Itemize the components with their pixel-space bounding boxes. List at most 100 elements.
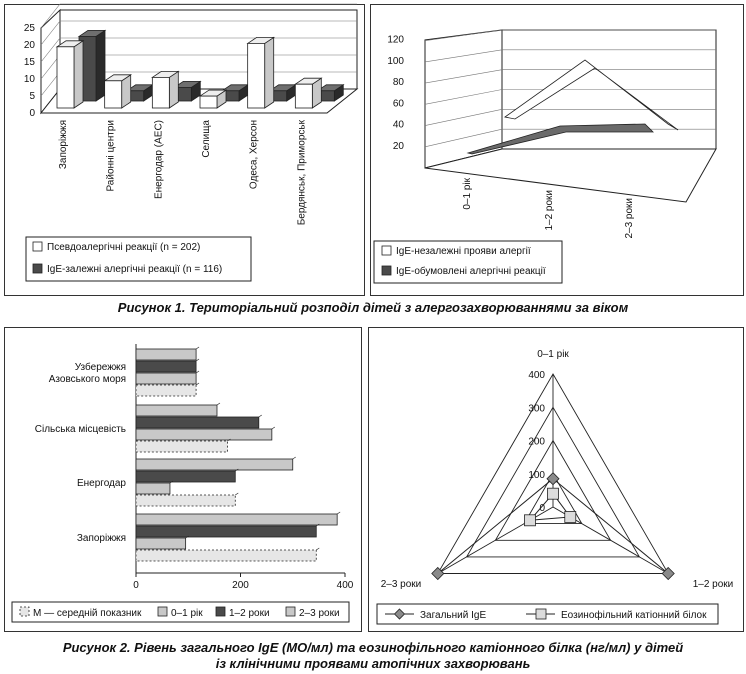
c4-axis-label: 2–3 роки: [381, 579, 422, 590]
c3-bar: [135, 458, 294, 471]
c1-bar-side: [95, 29, 106, 102]
c2-gridline: [424, 29, 716, 41]
c1-y-tick-label: 20: [24, 40, 36, 51]
c4-axis-label: 0–1 рік: [537, 349, 569, 360]
c3-legend-swatch: [215, 606, 226, 617]
c1-y-tick-label: 10: [24, 74, 36, 85]
c3-bar-edge: [271, 426, 276, 430]
c1-legend-box: [25, 236, 252, 282]
c4-series-line-ige: [436, 478, 670, 574]
c2-category-label: 0–1 рік: [462, 177, 473, 209]
c1-bar: [294, 83, 313, 109]
c3-bar: [135, 482, 171, 495]
c2-gridline: [424, 109, 716, 126]
c2-category-label: 1–2 роки: [544, 190, 555, 231]
c3-legend-swatch: [157, 606, 168, 617]
c1-bar-side: [73, 40, 84, 109]
c3-bar-edge: [195, 346, 200, 350]
c3-bar-edge: [336, 511, 341, 515]
c2-gridline: [424, 49, 716, 63]
c3-bar: [135, 494, 236, 507]
c3-bar-edge: [316, 547, 320, 551]
c4-legend-label: Еозинофільний катіонний білок: [561, 609, 707, 621]
c2-gridline: [424, 89, 716, 105]
c2-series-ribbon-white: [504, 59, 679, 131]
c1-category-label: Селища: [201, 120, 212, 158]
c3-bar: [135, 372, 197, 385]
c1-bar: [104, 80, 123, 109]
c4-r-tick-label: 100: [528, 470, 545, 481]
c1-y-tick-label: 5: [29, 91, 35, 102]
c3-bar: [135, 470, 236, 483]
figure2-caption-line2: із клінічними проявами атопічних захворю…: [215, 656, 531, 671]
figure1-caption: Рисунок 1. Територіальний розподіл дітей…: [117, 300, 629, 315]
c2-series-ribbon-dark: [466, 123, 654, 155]
c1-category-label: Енергодар (АЕС): [153, 120, 164, 199]
c1-category-label: Одеса, Херсон: [249, 120, 260, 189]
figure2-caption-line1: Рисунок 2. Рівень загального IgE (МО/мл)…: [62, 640, 684, 655]
c4-marker-square: [547, 487, 559, 500]
c3-bar-edge: [258, 414, 262, 418]
c1-y-tick-label: 25: [24, 23, 36, 34]
c1-legend-swatch: [32, 263, 43, 274]
c4-ring: [494, 439, 612, 541]
c2-y-tick-label: 120: [387, 35, 404, 46]
c3-legend-swatch: [285, 606, 296, 617]
c3-bar: [135, 416, 260, 429]
c3-legend-swatch: [19, 606, 30, 617]
c2-y-tick-label: 40: [393, 120, 405, 131]
c3-bar: [135, 549, 317, 562]
c3-bar: [135, 525, 317, 538]
c1-legend-label: Псевдоалергічні реакції (n = 202): [47, 242, 200, 253]
c3-legend-label: 1–2 роки: [229, 608, 270, 619]
c3-bar: [135, 348, 197, 361]
c4-marker-diamond: [661, 566, 675, 581]
c4-r-tick-label: 400: [528, 370, 545, 381]
c2-legend-label: IgE-незалежні прояви алергії: [396, 246, 531, 257]
c3-bar: [135, 384, 197, 397]
c1-category-label: Бердянськ, Приморськ: [296, 119, 307, 225]
c2-floor: [424, 148, 717, 203]
c1-bar: [56, 46, 75, 109]
c1-bar: [247, 43, 266, 109]
c2-legend-box: [373, 240, 563, 284]
c2-legend-swatch: [381, 265, 392, 276]
c3-x-tick-label: 400: [337, 580, 354, 591]
c2-y-tick-label: 20: [393, 141, 405, 152]
c3-bar-edge: [195, 382, 200, 386]
c4-legend-square: [535, 608, 547, 620]
c3-bar: [135, 360, 197, 373]
c3-bar: [135, 428, 273, 441]
c4-series-line-ecp: [528, 492, 572, 521]
c3-bar-edge: [316, 523, 320, 527]
c3-legend-box: [11, 601, 350, 623]
c4-ring: [523, 472, 583, 525]
c1-bar: [199, 95, 218, 109]
c1-gridline: [40, 3, 357, 29]
c3-bar: [135, 440, 228, 453]
c2-legend-swatch: [381, 245, 392, 256]
c4-ring: [465, 406, 641, 558]
c2-y-tick-label: 60: [393, 98, 405, 109]
c4-legend-diamond: [393, 608, 406, 620]
c1-bar-side: [264, 36, 275, 109]
c2-y-tick-label: 80: [393, 77, 405, 88]
c2-y-tick-label: 100: [387, 56, 404, 67]
c3-bar: [135, 537, 187, 550]
c3-bar-edge: [195, 370, 200, 374]
c1-category-label: Районні центри: [106, 120, 117, 192]
c1-bar: [151, 77, 170, 109]
c1-gridline: [40, 20, 357, 46]
c4-r-tick-label: 300: [528, 403, 545, 414]
c3-bar-edge: [227, 438, 231, 442]
c3-legend-label: 0–1 рік: [171, 608, 203, 619]
c3-bar-edge: [195, 358, 200, 362]
c3-x-tick-label: 200: [232, 580, 249, 591]
c1-y-tick-label: 15: [24, 57, 36, 68]
c3-legend-label: 2–3 роки: [299, 608, 340, 619]
c2-gridline: [424, 69, 716, 84]
c3-legend-label: М — середній показник: [33, 608, 142, 619]
c3-bar: [135, 513, 338, 526]
c3-category-label: Азовського моря: [49, 374, 126, 385]
c4-legend-label: Загальний IgE: [420, 610, 486, 621]
